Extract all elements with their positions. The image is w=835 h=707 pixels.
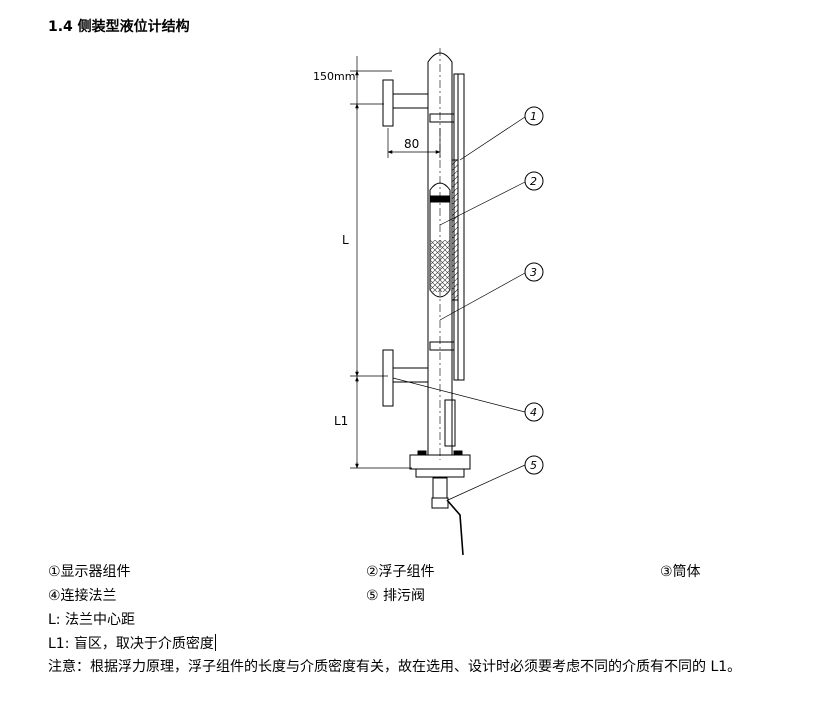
definition-L: L: 法兰中心距 — [48, 612, 135, 628]
bottom-flange — [382, 349, 394, 407]
text-cursor — [214, 634, 216, 651]
legend-item-3: ③筒体 — [660, 564, 701, 580]
dim-80: 80 — [404, 137, 419, 151]
note-paragraph: 注意：根据浮力原理，浮子组件的长度与介质密度有关，故在选用、设计时必须要考虑不同… — [48, 659, 742, 675]
callout-5: 5 — [530, 459, 537, 472]
dim-L1: L1 — [334, 414, 348, 428]
legend-item-4: ④连接法兰 — [48, 588, 117, 604]
legend-item-1: ①显示器组件 — [48, 564, 131, 580]
dim-L: L — [342, 233, 349, 247]
legend-item-5: ⑤ 排污阀 — [366, 588, 426, 604]
legend-item-2: ②浮子组件 — [366, 564, 435, 580]
callout-1: 1 — [530, 110, 537, 123]
dim-150mm: 150mm — [313, 70, 355, 83]
definition-L1-text: L1: 盲区，取决于介质密度 — [48, 636, 214, 652]
level-gauge-diagram: 150mm 80 L L1 1 2 3 4 5 — [313, 48, 544, 556]
top-flange — [382, 79, 394, 127]
drain-valve — [432, 477, 448, 499]
callout-3: 3 — [530, 266, 537, 279]
callout-4: 4 — [530, 406, 537, 419]
callout-2: 2 — [530, 175, 537, 188]
main-tube — [427, 52, 453, 456]
section-heading: 1.4 侧装型液位计结构 — [48, 19, 190, 35]
definition-L1: L1: 盲区，取决于介质密度 — [48, 634, 216, 654]
